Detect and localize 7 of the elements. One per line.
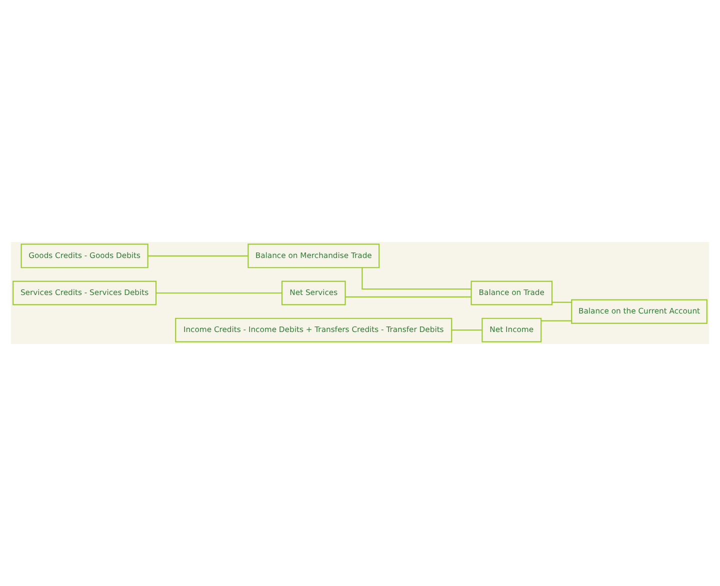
- connector: [148, 255, 248, 256]
- connector: [452, 330, 482, 331]
- connector: [345, 296, 472, 298]
- connector: [156, 292, 282, 294]
- connector: [362, 268, 472, 290]
- connector: [552, 302, 572, 303]
- connector: [541, 320, 572, 322]
